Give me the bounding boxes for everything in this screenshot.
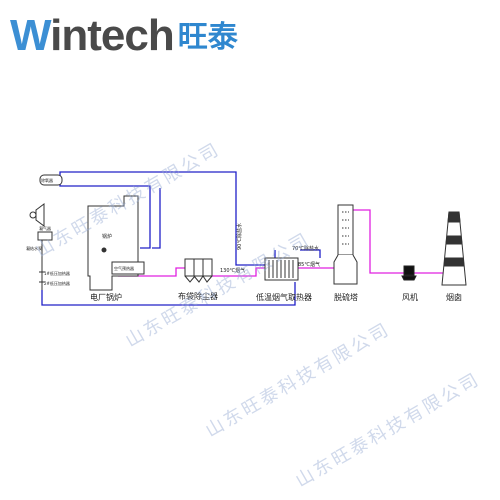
fan-body <box>403 265 415 276</box>
logo-text-en: Wintech <box>10 11 175 60</box>
flue-desulf-to-fan <box>353 209 404 274</box>
bag-filter <box>184 258 213 283</box>
heat-exchanger <box>264 257 299 281</box>
labels-group: 电厂锅炉 锅炉 空气预热器 布袋除尘器 低温烟气取热器 脱硫塔 风机 烟囱 除氧… <box>26 177 462 302</box>
label-fan: 风机 <box>402 292 418 302</box>
fan <box>401 265 417 281</box>
label-low-heater-1: 1#低压加热器 <box>44 270 70 276</box>
label-flue-130: 130℃烟气 <box>220 267 245 274</box>
label-low-heater-2: 2#低压加热器 <box>44 280 70 286</box>
label-condenser: 凝气器 <box>39 225 51 231</box>
flue-boiler-to-filter <box>118 267 185 277</box>
label-boiler: 电厂锅炉 <box>90 292 122 302</box>
desulfurization-tower <box>333 204 358 285</box>
label-heat-exchanger: 低温烟气取热器 <box>256 292 312 302</box>
chimney-bands <box>443 211 465 267</box>
label-deaerator: 除氧器 <box>41 177 53 183</box>
boiler-burner <box>101 247 107 253</box>
label-bag-filter: 布袋除尘器 <box>178 291 218 301</box>
flue-gas-pipes <box>118 209 446 277</box>
desulf-lower <box>333 254 358 285</box>
label-air-preheater: 空气预热器 <box>114 265 134 271</box>
label-water-70: 70℃除盐水 <box>292 245 319 252</box>
bag-filter-hoppers <box>184 275 213 283</box>
label-feed-pump: 凝结水泵 <box>26 245 42 251</box>
power-boiler <box>87 195 145 291</box>
condenser <box>37 231 53 241</box>
deaerator <box>39 174 63 186</box>
pipe-bottom-return <box>41 282 296 306</box>
pipe-heater-link-2 <box>300 249 321 258</box>
flue-fan-to-chimney <box>414 270 446 274</box>
label-desulfurizer: 脱硫塔 <box>334 292 358 302</box>
desulf-sprays <box>342 211 349 245</box>
label-flue-85: 85℃烟气 <box>298 261 320 268</box>
turbine-group <box>29 174 63 290</box>
label-water-90: 90℃除盐水 <box>236 223 243 250</box>
chimney-shaft <box>441 211 467 286</box>
air-preheater <box>111 261 145 275</box>
label-boiler-inner: 锅炉 <box>102 233 112 240</box>
low-heaters <box>39 271 45 283</box>
pipe-top-loop <box>59 171 266 266</box>
label-chimney: 烟囱 <box>446 292 462 302</box>
pipe-boiler-feed-2 <box>152 188 161 249</box>
heat-exchanger-tubes <box>268 260 294 278</box>
company-logo: Wintech 旺泰 <box>10 8 238 58</box>
logo-text-cn: 旺泰 <box>177 20 238 55</box>
fan-base <box>401 275 417 281</box>
turbine <box>35 203 45 227</box>
flue-filter-to-exchanger <box>212 267 265 277</box>
chimney <box>441 211 467 286</box>
bag-filter-body <box>184 258 213 277</box>
generator <box>29 211 37 219</box>
